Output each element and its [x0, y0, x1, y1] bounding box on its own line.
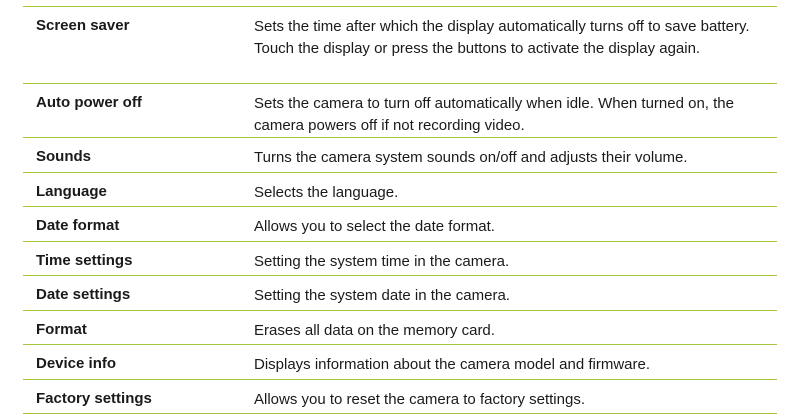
- table-row: Sounds Turns the camera system sounds on…: [23, 138, 777, 173]
- setting-description: Allows you to reset the camera to factor…: [254, 391, 585, 408]
- table-row: Language Selects the language.: [23, 173, 777, 207]
- setting-description: Setting the system time in the camera.: [254, 253, 510, 270]
- setting-name: Factory settings: [36, 390, 152, 407]
- setting-description: Turns the camera system sounds on/off an…: [254, 149, 688, 166]
- setting-name: Device info: [36, 355, 117, 372]
- table-row: Time settings Setting the system time in…: [23, 242, 777, 276]
- table-row: Auto power off Sets the camera to turn o…: [23, 84, 777, 138]
- setting-name: Time settings: [36, 252, 133, 269]
- setting-description: Sets the camera to turn off automaticall…: [254, 95, 734, 134]
- setting-name: Sounds: [36, 148, 91, 165]
- table-row: Date format Allows you to select the dat…: [23, 207, 777, 242]
- setting-description: Erases all data on the memory card.: [254, 322, 495, 339]
- table-row: Date settings Setting the system date in…: [23, 276, 777, 311]
- setting-description: Selects the language.: [254, 184, 399, 201]
- setting-name: Auto power off: [36, 94, 142, 111]
- table-row: Format Erases all data on the memory car…: [23, 311, 777, 345]
- setting-description: Sets the time after which the display au…: [254, 18, 750, 57]
- setting-name: Language: [36, 183, 107, 200]
- table-row: Screen saver Sets the time after which t…: [23, 7, 777, 84]
- setting-name: Format: [36, 321, 87, 338]
- setting-name: Screen saver: [36, 17, 130, 34]
- setting-description: Allows you to select the date format.: [254, 218, 495, 235]
- settings-table: Screen saver Sets the time after which t…: [23, 6, 777, 414]
- setting-name: Date settings: [36, 286, 131, 303]
- setting-name: Date format: [36, 217, 120, 234]
- setting-description: Setting the system date in the camera.: [254, 287, 510, 304]
- table-row: Device info Displays information about t…: [23, 345, 777, 380]
- table-row: Factory settings Allows you to reset the…: [23, 380, 777, 414]
- setting-description: Displays information about the camera mo…: [254, 356, 651, 373]
